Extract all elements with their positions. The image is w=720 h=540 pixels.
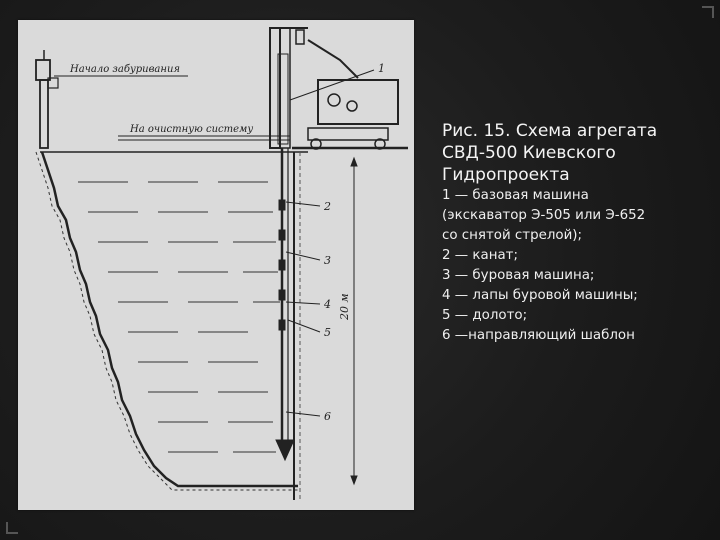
guide-template-left	[35, 50, 59, 149]
depth-label: 20 м	[338, 293, 351, 321]
legend-item: (экскаватор Э-505 или Э-652	[442, 208, 646, 223]
caption-title-line: Рис. 15. Схема агрегата	[442, 121, 658, 141]
legend-item: 3 — буровая машина;	[442, 268, 595, 283]
caption-title-line: Гидропроекта	[442, 165, 570, 185]
legend-item: 1 — базовая машина	[442, 188, 589, 203]
base-machine	[307, 39, 399, 150]
callout-5: 5	[324, 326, 331, 339]
legend-item: 5 — долото;	[442, 308, 528, 323]
legend-list: 1 — базовая машина (экскаватор Э-505 или…	[442, 186, 712, 346]
corner-decoration	[702, 6, 714, 18]
callout-lines	[285, 69, 375, 417]
water-lines	[78, 181, 280, 453]
depth-dimension	[350, 156, 358, 486]
caption-title: Рис. 15. Схема агрегата СВД-500 Киевског…	[442, 120, 712, 186]
drill-string	[275, 148, 295, 462]
label-cleaning: На очистную систему	[129, 124, 253, 135]
callout-6: 6	[324, 410, 331, 423]
drill-mast	[269, 27, 308, 149]
callout-4: 4	[323, 298, 331, 311]
legend-item: 6 —направляющий шаблон	[442, 328, 635, 343]
label-start: Начало забуривания	[69, 64, 180, 75]
callout-2: 2	[323, 200, 331, 213]
technical-drawing: Начало забуривания На очистную систему 2…	[18, 20, 414, 510]
legend-item: 2 — канат;	[442, 248, 518, 263]
trench-wall	[40, 151, 298, 488]
corner-decoration	[6, 522, 18, 534]
figure-caption: Рис. 15. Схема агрегата СВД-500 Киевског…	[442, 120, 712, 346]
trench-hatching	[35, 151, 300, 491]
drawing-svg: Начало забуривания На очистную систему 2…	[35, 27, 408, 500]
caption-title-line: СВД-500 Киевского	[442, 143, 616, 163]
legend-item: 4 — лапы буровой машины;	[442, 288, 638, 303]
callout-1: 1	[378, 62, 385, 75]
callout-3: 3	[324, 254, 331, 267]
legend-item: со снятой стрелой);	[442, 228, 583, 243]
